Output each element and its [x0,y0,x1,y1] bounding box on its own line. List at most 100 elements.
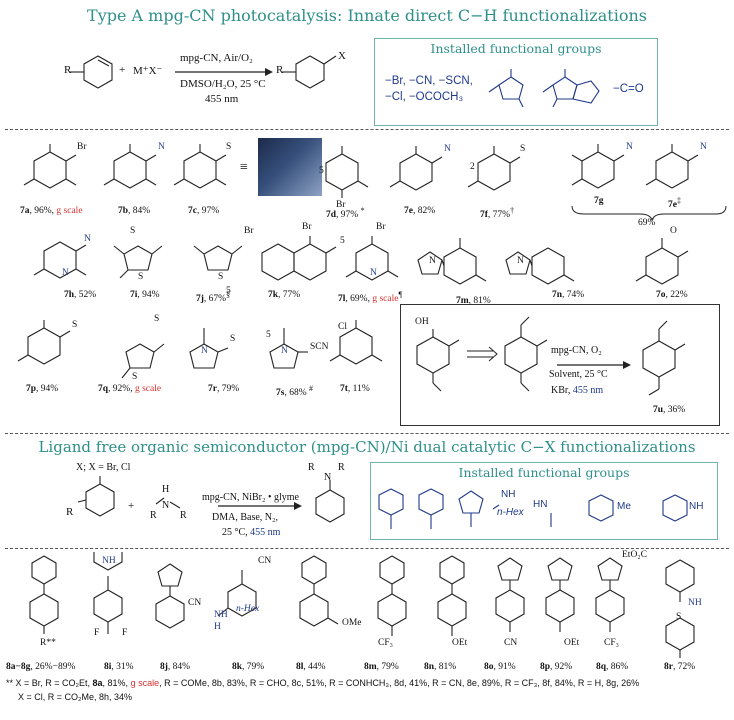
inset-7u-structures [416,316,686,396]
pos5-7s: 5 [266,330,271,340]
sub-s-8r: S [676,612,682,622]
sub-nh-8r: NH [688,598,702,608]
atom-n-7s: N [281,346,288,356]
sub-cn-8j: CN [188,598,202,608]
label-8o: 8o, 91% [484,662,516,672]
fg-line-1: −Br, −CN, −SCN, [385,75,473,87]
label-7e-dagger: 7e‡ [668,196,681,211]
row-b-structures [29,552,695,658]
label-8i: 8i, 31% [104,662,134,672]
section-a-title: Type A mpg-CN photocatalysis: Innate dir… [87,6,647,25]
label-8l: 8l, 44% [296,662,326,672]
atom-s-7q: S [154,314,160,324]
scheme-b-product-n: N [324,472,332,483]
label-7j: 7j, 67%§ [196,290,231,305]
sub-f-8i-b: F [122,628,128,638]
sub-ome-8l: OMe [342,618,362,628]
sub-oet-8n: OEt [452,638,468,648]
scheme-a-cond-top: mpg-CN, Air/O₂ [180,52,253,64]
scheme-b-cond-top: mpg-CN, NiBr₂ • glyme [202,492,299,503]
row2-structures [33,236,689,285]
scheme-a-r: R [64,64,72,76]
fg-carbonyl: −C=O [613,83,644,95]
atom-s-7q-ring: S [132,372,138,382]
atom-s-7p: S [72,320,78,330]
scheme-b-product-r2: R [338,462,345,473]
label-7o: 7o, 22% [656,290,688,300]
scheme-a-product-r: R [276,64,284,76]
pos2-7f: 2 [470,162,475,172]
scheme-b-amine-n: N [162,500,170,511]
label-7g: 7g [594,196,604,206]
label-7c: 7c, 97% [188,206,220,216]
label-7g-yield: 69% [638,218,656,228]
atom-br-7j: Br [244,226,254,236]
atom-n-7h-ring: N [62,268,69,278]
scheme-b-product-r1: R [308,462,315,473]
sub-etco2-8r: EtO₂C [622,550,647,560]
label-7d: 7d, 97% * [326,206,365,221]
pos5-7d: 5 [319,166,324,176]
scheme-b-plus: + [128,500,135,512]
equiv-symbol: ≡ [240,160,248,175]
fg-hn: HN [533,499,548,510]
inset-oh: OH [415,317,429,327]
divider-2 [5,433,729,434]
atom-n-7g: N [626,142,633,152]
label-8n: 8n, 81% [424,662,457,672]
fg-me: Me [617,501,631,512]
amine-structures [378,488,688,529]
installed-groups-box-a: Installed functional groups −Br, −CN, −S… [374,38,658,126]
label-7b: 7b, 84% [118,206,151,216]
scheme-b-amine-r2: R [180,510,187,521]
scheme-b-cond-mid: DMA, Base, N₂, [212,512,278,523]
imide-structures [488,69,600,108]
label-7t: 7t, 11% [340,384,370,394]
sub-cf3-8q: CF₃ [604,638,619,648]
inset-7u-box: OH mpg-CN, O₂ Solvent, 25 °C KBr, 455 nm… [400,304,720,426]
label-7l: 7l, 69%, g scale¶ [338,290,403,305]
label-7e: 7e, 82% [404,206,436,216]
label-8q: 8q, 86% [596,662,629,672]
atom-br-7d: Br [336,200,346,210]
pos5-7j: 5 [226,286,231,296]
label-7k: 7k, 77% [268,290,301,300]
sub-oet-8p: OEt [564,638,580,648]
sub-cn-8k: CN [258,556,272,566]
installed-groups-box-b: Installed functional groups NH n-Hex HN … [370,462,718,540]
footnote-line-1: ** X = Br, R = CO₂Et, 8a, 81%, g scale, … [6,678,640,688]
label-7m: 7m, 81% [456,296,491,306]
atom-s-7j-ring: S [218,272,224,282]
row3-structures [17,320,383,379]
atom-s-7i-ring: S [138,272,144,282]
inset-cond-1: mpg-CN, O₂ [551,345,602,356]
inset-cond-2: Solvent, 25 °C [549,369,608,380]
label-7i: 7i, 94% [130,290,160,300]
atom-n-7r: N [201,346,208,356]
sub-nh-8k: NH [214,610,228,620]
divider-1 [5,129,729,130]
sub-r-star: R** [40,638,56,648]
divider-3 [5,548,729,549]
label-8r: 8r, 72% [664,662,696,672]
row1-structures [23,144,727,222]
atom-br-7k: Br [302,222,312,232]
atom-s-7i: S [130,226,136,236]
atom-n-7n: N [517,256,524,266]
pos5-7l: 5 [340,236,345,246]
fg-hex: n-Hex [497,507,524,518]
label-7q: 7q, 92%, g scale [98,384,162,394]
label-7a: 7a, 96%, g scale [20,206,83,216]
label-7n: 7n, 74% [552,290,585,300]
label-7s: 7s, 68% # [276,384,313,399]
label-7r: 7r, 79% [208,384,240,394]
atom-n-7l-ring: N [370,268,377,278]
label-8m: 8m, 79% [364,662,399,672]
atom-s-7c: S [226,142,232,152]
scheme-a-salt: M⁺X⁻ [133,65,163,77]
installed-groups-title-b: Installed functional groups [458,465,630,480]
scheme-b-amine-h: H [162,484,170,495]
installed-groups-title-a: Installed functional groups [430,41,602,56]
sub-cf3-8m: CF₃ [378,638,393,648]
label-7f: 7f, 77%† [480,206,515,221]
